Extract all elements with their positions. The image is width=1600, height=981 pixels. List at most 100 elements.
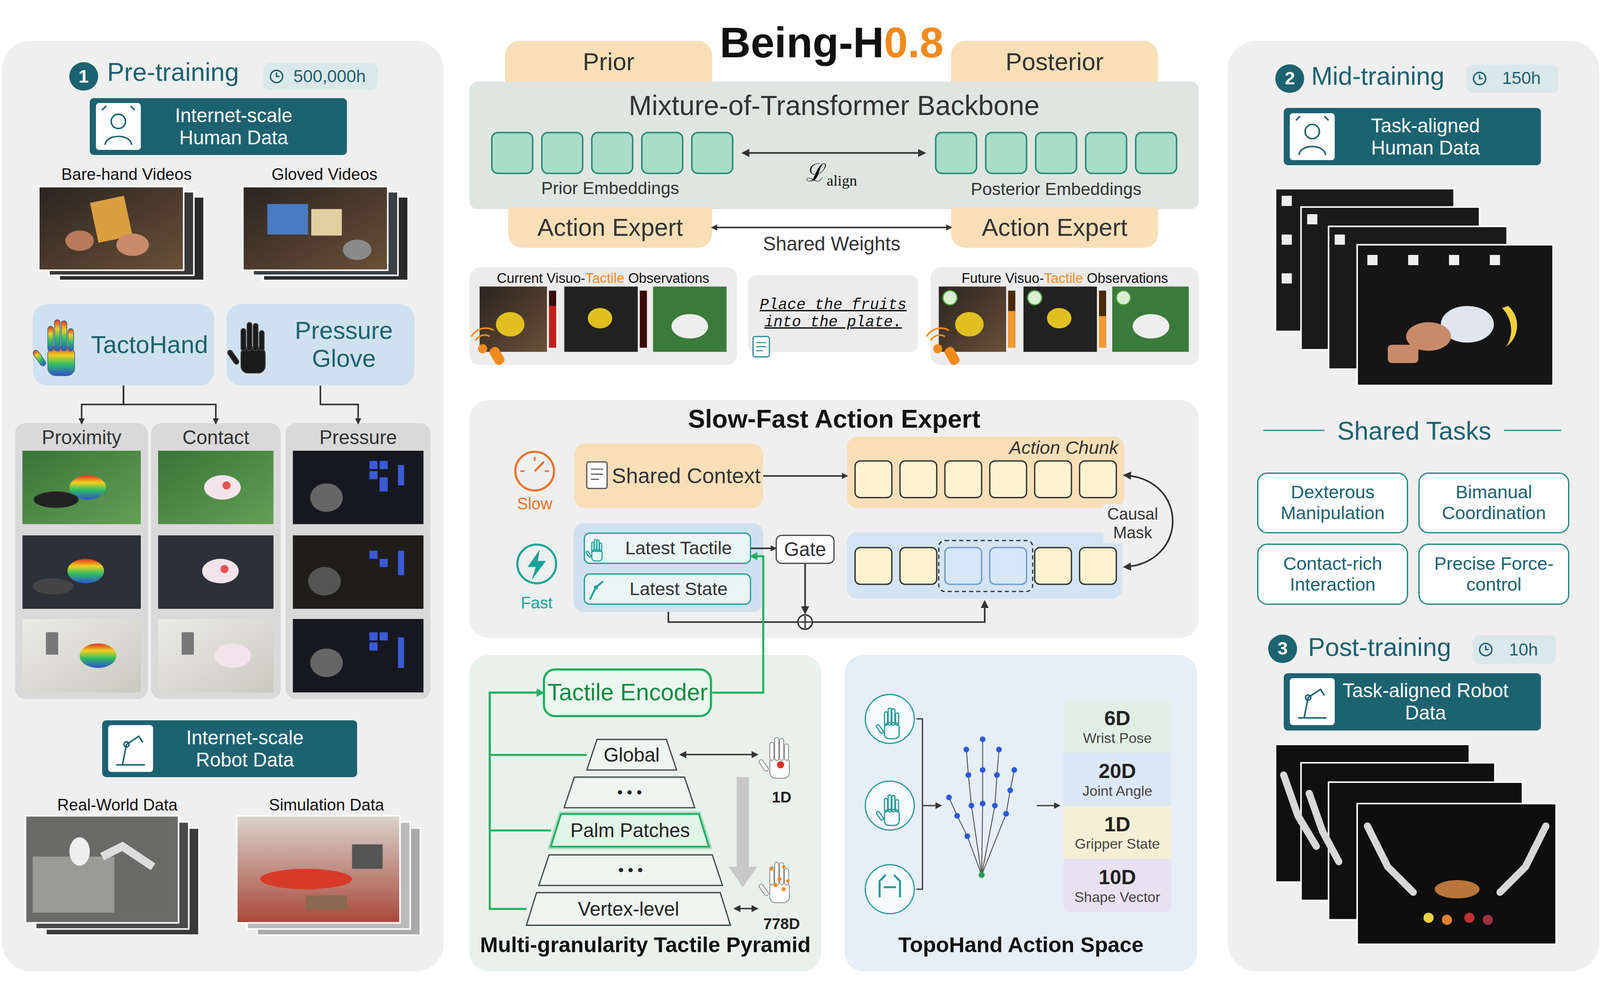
text-label: Slow <box>517 494 553 514</box>
observation-box: Current Visuo-Tactile Observations <box>469 267 737 366</box>
task-box: Bimanual Coordination <box>1418 472 1570 534</box>
trapezoid-outline <box>586 739 677 771</box>
node-text: Pressure Glove <box>277 316 411 374</box>
node-text: Palm Patches <box>570 819 690 842</box>
duration-badge: 500,000h <box>263 63 378 90</box>
action-chunk-band: Action Chunk <box>847 436 1125 509</box>
text-label: 778D <box>763 915 800 934</box>
panel-heading: TopoHand Action Space <box>844 932 1198 958</box>
node-text: 1 <box>78 66 89 88</box>
node-text: 2 <box>1284 67 1295 90</box>
node-text: • • • <box>617 784 642 802</box>
panel-heading: Slow-Fast Action Expert <box>469 404 1199 434</box>
connector <box>320 385 359 424</box>
panel-heading: Mid-training <box>1311 61 1600 91</box>
node-text: Latest Tactile <box>624 537 732 560</box>
node-text: Action Expert <box>981 213 1128 242</box>
modality-column: Contact <box>151 423 281 699</box>
node-text: 10D <box>1098 865 1136 890</box>
node-text: Task-aligned Human Data <box>1341 114 1511 160</box>
text-label: Bare-hand Videos <box>61 165 192 184</box>
connector <box>489 692 587 756</box>
node-text: Precise Force-control <box>1423 553 1565 596</box>
panel-heading: Action Chunk <box>847 437 1125 459</box>
task-box: Dexterous Manipulation <box>1257 472 1409 534</box>
sensor-box: Pressure Glove <box>226 304 415 387</box>
stage-heading: Post-training <box>1308 632 1452 662</box>
trapezoid-outline <box>526 892 731 926</box>
node-text: • • • <box>618 861 643 880</box>
node-text: Joint Angle <box>1082 783 1153 800</box>
module-panel: Slow-Fast Action ExpertShared Context Act… <box>469 400 1199 638</box>
text-part: Being-H <box>719 18 884 67</box>
node-text: Action Expert <box>537 213 684 242</box>
node-text: Dexterous Manipulation <box>1262 481 1403 525</box>
label-holder: Slow <box>517 494 553 514</box>
text-part: Observations <box>624 270 710 287</box>
data-source-box: Task-aligned Human Data <box>1283 107 1541 166</box>
label-holder: Being-H0.8 <box>719 18 944 68</box>
node-text: Prior <box>582 47 635 76</box>
panel-heading: Multi-granularity Tactile Pyramid <box>469 932 822 958</box>
label-holder: Shared Tasks <box>1337 416 1492 446</box>
text-label: 1D <box>772 788 792 807</box>
node-text: TactoHand <box>91 330 209 359</box>
node-text: Internet-scale Human Data <box>147 104 321 149</box>
stage-panel: Mid-training2150hTask-aligned Human Data… <box>1227 40 1600 972</box>
panel-heading: Pressure <box>285 426 431 449</box>
panel-heading: Proximity <box>15 426 148 449</box>
edge-label: Shared Weights <box>762 232 901 255</box>
node-text: Tactile Encoder <box>547 679 708 707</box>
label-holder: Real-World Data <box>57 796 178 815</box>
panel-heading: Current Visuo-Tactile Observations <box>469 270 737 287</box>
modality-column: Pressure <box>285 423 431 699</box>
context-box: Shared Context <box>574 443 764 509</box>
gate-box: Gate <box>775 534 835 565</box>
connector <box>712 556 764 693</box>
instruction-box: Place the fruits into the plate. <box>748 275 919 352</box>
text-part: Observations <box>1082 270 1168 287</box>
node-text: Global <box>603 744 660 767</box>
diagram-title: Being-H0.8 <box>719 18 944 68</box>
connector <box>751 547 776 550</box>
node-text: 10h <box>1508 640 1538 661</box>
section-heading: Shared Tasks <box>1337 416 1492 446</box>
label-holder: Causal Mask <box>1103 504 1163 544</box>
label-holder: 778D <box>763 915 800 934</box>
node-text: Contact-rich Interaction <box>1262 553 1403 596</box>
label-holder: Gloved Videos <box>271 165 378 184</box>
connector <box>81 385 124 424</box>
label-holder: Post-training <box>1308 632 1452 662</box>
text-part: Future Visuo- <box>961 270 1045 287</box>
connector <box>489 692 552 831</box>
node-text: Latest State <box>629 578 728 601</box>
text-label: Real-World Data <box>57 796 178 815</box>
node-text: 1D <box>1104 812 1131 837</box>
node-text: Task-aligned Robot Data <box>1341 679 1511 725</box>
pyramid-level: Global <box>586 739 677 771</box>
text-part: Tactile <box>1043 270 1083 287</box>
connector <box>712 226 952 229</box>
node-text: Shared Context <box>611 463 761 489</box>
input-box: Latest Tactile <box>583 532 752 565</box>
text-label: Causal Mask <box>1103 504 1163 544</box>
label-holder: ℒalign <box>806 159 857 190</box>
text-label: Simulation Data <box>268 796 384 815</box>
label-holder: Bare-hand Videos <box>61 165 192 184</box>
loss-label: ℒalign <box>806 159 857 190</box>
task-box: Contact-rich Interaction <box>1257 543 1409 605</box>
node-text: Vertex-level <box>577 898 680 921</box>
text-label: Fast <box>521 593 553 613</box>
pyramid-level: • • • <box>564 777 695 808</box>
node-text: 6D <box>1104 706 1131 731</box>
pyramid-level: Vertex-level <box>526 892 731 926</box>
action-dim-box: 1DGripper State <box>1063 806 1172 860</box>
text-part: Tactile <box>585 270 625 287</box>
text-label: Gloved Videos <box>271 165 378 184</box>
label-holder: 1D <box>772 788 792 807</box>
trapezoid-outline <box>564 777 695 808</box>
node-text: Internet-scale Robot Data <box>159 726 331 772</box>
highlight-glow <box>550 814 709 848</box>
callout-number: 3 <box>1268 634 1297 664</box>
callout-number: 2 <box>1275 64 1304 93</box>
